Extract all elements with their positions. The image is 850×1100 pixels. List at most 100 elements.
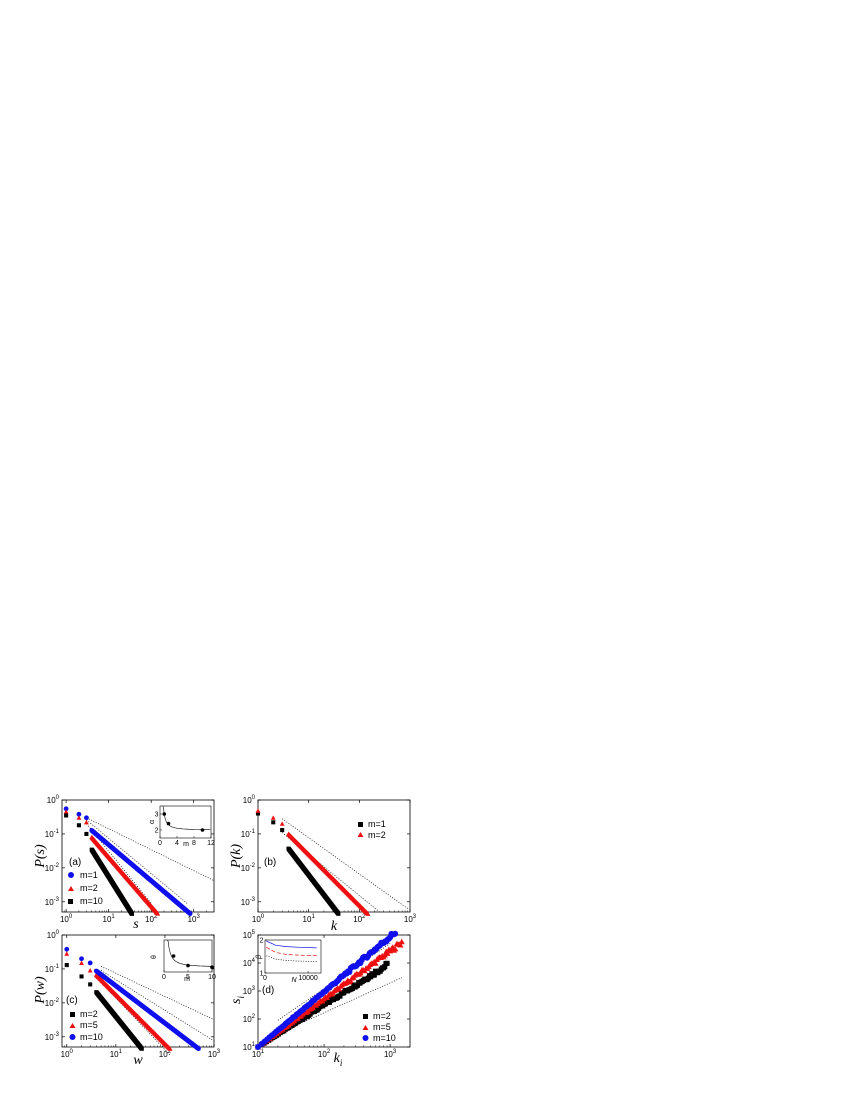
data-point	[336, 911, 341, 916]
inset-data-point	[186, 963, 190, 968]
x-tick-label: 103	[384, 1049, 397, 1059]
x-tick-base: 10	[188, 915, 197, 924]
x-tick-label: 101	[103, 914, 116, 924]
inset-x-tick-label: 10000	[298, 975, 318, 982]
y-tick-label: 103	[243, 986, 256, 996]
x-tick-exponent: 0	[69, 914, 73, 920]
data-point	[365, 911, 371, 916]
data-point	[63, 806, 69, 812]
panel-a-legend-m1: m=1	[80, 870, 98, 880]
data-point	[79, 974, 84, 979]
panel-c-legend-m2: m=2	[80, 1009, 98, 1019]
inset-data-point	[162, 812, 167, 816]
data-point	[347, 977, 354, 984]
y-tick-label: 10-3	[45, 1032, 60, 1042]
data-point	[64, 951, 70, 956]
inset-y-tick-label: 2	[260, 937, 264, 944]
data-point	[255, 808, 261, 813]
data-point	[270, 815, 276, 820]
y-tick-base: 10	[243, 1043, 252, 1052]
reference-line	[277, 977, 402, 1034]
y-tick-base: 10	[243, 1015, 252, 1024]
x-tick-exponent: 2	[327, 1049, 331, 1055]
y-tick-exponent: 0	[56, 930, 60, 936]
inset-x-tick-label: 10	[208, 974, 216, 981]
y-tick-base: 10	[243, 796, 252, 805]
panel-c-inset-ylabel: θ	[151, 955, 158, 959]
panel-d-legend-m2: m=2	[373, 1011, 391, 1021]
y-tick-base: 10	[45, 830, 54, 839]
data-point	[392, 930, 399, 937]
inset-frame	[159, 805, 212, 839]
data-point	[372, 960, 379, 966]
panel-a-legend-m2: m=2	[80, 883, 98, 893]
panel-c-data-marks	[64, 946, 201, 1052]
data-point	[382, 964, 388, 970]
data-point	[187, 911, 193, 917]
data-point	[381, 951, 388, 958]
panel-d-legend-m10: m=10	[373, 1033, 396, 1043]
x-tick-label: 101	[110, 1049, 123, 1059]
panel-a-label: (a)	[69, 857, 81, 868]
y-tick-exponent: 0	[252, 795, 256, 801]
x-tick-exponent: 2	[168, 1049, 172, 1055]
x-tick-label: 103	[188, 914, 201, 924]
x-tick-label: 101	[252, 1049, 265, 1059]
x-tick-base: 10	[384, 1050, 393, 1059]
x-tick-base: 10	[60, 915, 69, 924]
panel-a-inset-xlabel: m	[183, 841, 189, 848]
y-tick-exponent: 1	[252, 1042, 256, 1048]
x-tick-base: 10	[252, 915, 261, 924]
y-tick-label: 100	[47, 795, 60, 805]
x-tick-label: 102	[353, 914, 366, 924]
series-m=5	[64, 951, 173, 1051]
data-point	[271, 820, 276, 825]
data-point	[88, 982, 93, 987]
legend-square-marker	[358, 822, 363, 827]
y-tick-label: 10-3	[45, 897, 60, 907]
inset-data-point	[171, 954, 176, 958]
reference-line	[86, 819, 188, 904]
panel-a-legend: m=1 m=2 m=10	[68, 870, 103, 906]
x-tick-exponent: 3	[413, 914, 417, 920]
inset-data-point	[200, 828, 205, 832]
inset-x-tick-label: 8	[192, 840, 196, 847]
panel-a-legend-m10: m=10	[80, 896, 103, 906]
legend-square-marker	[68, 899, 73, 904]
panel-b-legend: m=1 m=2	[357, 819, 386, 840]
series-m=2	[64, 963, 144, 1051]
y-tick-label: 100	[243, 795, 256, 805]
series-m=1	[255, 811, 341, 916]
x-tick-base: 10	[208, 1050, 217, 1059]
y-tick-label: 10-1	[45, 829, 60, 839]
x-tick-label: 102	[318, 1049, 331, 1059]
x-tick-exponent: 0	[261, 914, 265, 920]
y-tick-exponent: -2	[250, 863, 256, 869]
y-tick-base: 10	[241, 864, 250, 873]
y-tick-base: 10	[45, 965, 54, 974]
y-tick-exponent: -3	[54, 897, 60, 903]
inset-x-tick-label: 0	[162, 974, 166, 981]
reference-line	[100, 982, 171, 1056]
y-tick-base: 10	[241, 830, 250, 839]
y-tick-label: 10-2	[45, 998, 60, 1008]
x-tick-exponent: 3	[196, 914, 200, 920]
reference-line	[100, 970, 215, 1042]
x-tick-exponent: 3	[217, 1049, 221, 1055]
data-point	[79, 960, 84, 965]
series-m=2	[255, 808, 371, 916]
x-tick-base: 10	[303, 915, 312, 924]
panel-d-legend-m5: m=5	[373, 1022, 391, 1032]
y-tick-base: 10	[45, 999, 54, 1008]
x-tick-label: 100	[61, 1049, 74, 1059]
legend-circle-marker	[69, 1034, 76, 1040]
y-tick-exponent: 0	[56, 795, 60, 801]
panel-c-inset-xlabel: m	[184, 976, 190, 983]
panel-d-xlabel: ki	[334, 1051, 343, 1068]
legend-square-marker	[70, 1012, 75, 1017]
y-tick-label: 10-2	[241, 863, 256, 873]
